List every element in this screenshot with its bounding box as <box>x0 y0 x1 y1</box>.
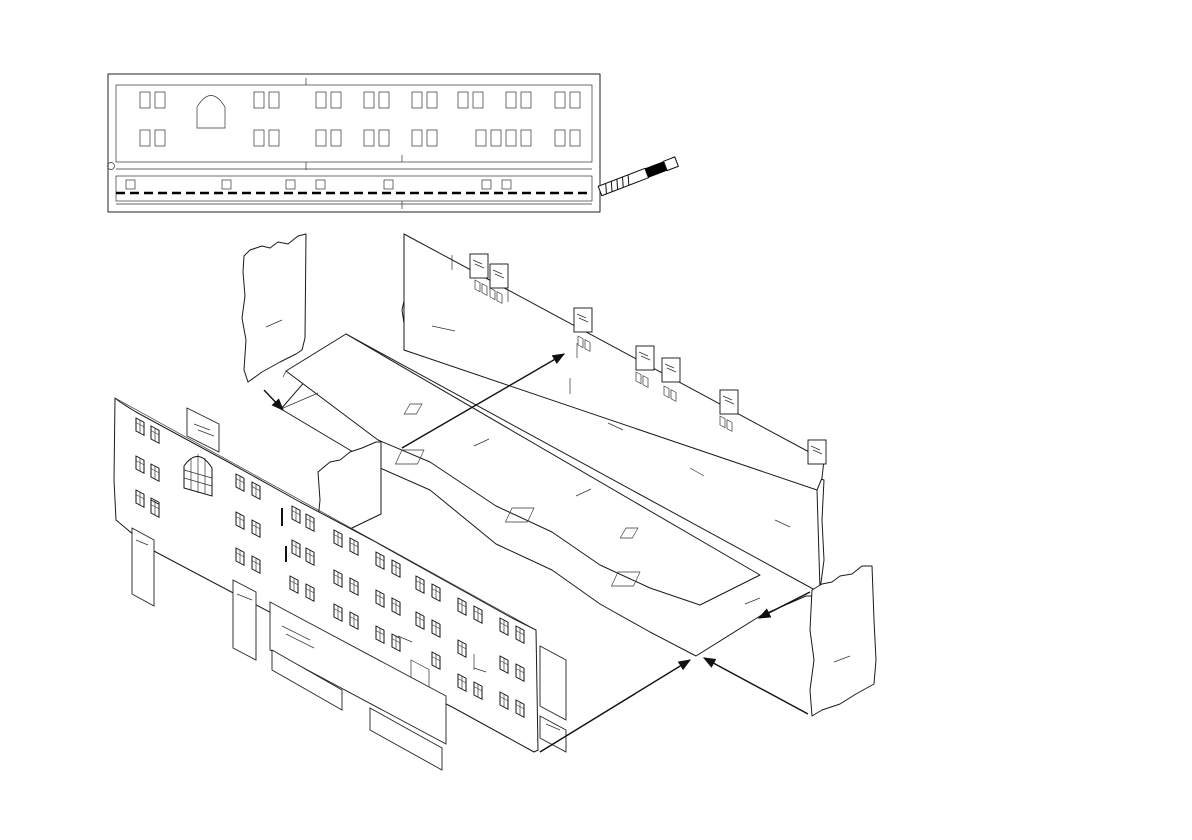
sheet-window-pair <box>364 92 389 108</box>
back-glass-pane <box>636 346 654 370</box>
sheet-window-pair <box>364 130 389 146</box>
sheet-window-pair <box>476 130 501 146</box>
sheet-outline <box>108 74 600 212</box>
back-glass-pane <box>720 390 738 414</box>
back-glass-pane <box>490 264 508 288</box>
assembly-arrow <box>264 390 283 410</box>
back-glass-pane <box>470 254 488 278</box>
right-end-wall <box>810 566 876 716</box>
sheet-window-pair <box>555 92 580 108</box>
sheet-small-window <box>286 180 295 189</box>
sheet-windows <box>126 92 580 189</box>
sheet-arch-window <box>197 96 225 129</box>
sheet-small-window <box>222 180 231 189</box>
left-side-wall-back <box>242 234 306 382</box>
sheet-window-pair <box>412 130 437 146</box>
sheet-window-pair <box>140 92 165 108</box>
sheet-window-pair <box>254 130 279 146</box>
back-glass-pane <box>808 440 826 464</box>
sheet-window-pair <box>506 92 531 108</box>
sheet-small-window <box>384 180 393 189</box>
sheet-small-window <box>502 180 511 189</box>
sheet-window-pair <box>254 92 279 108</box>
back-glass-pane <box>662 358 680 382</box>
sheet-small-window <box>126 180 135 189</box>
sheet-wall-panel <box>116 85 592 162</box>
assembly-arrow <box>704 658 808 714</box>
sheet-base-strip <box>116 176 592 201</box>
sheet-window-pair <box>506 130 531 146</box>
sheet-window-pair <box>140 130 165 146</box>
hobby-knife-icon <box>598 157 678 196</box>
sheet-window-pair <box>555 130 580 146</box>
sheet-window-pair <box>316 92 341 108</box>
flat-parts-sheet <box>108 74 679 212</box>
back-glass-pane <box>574 308 592 332</box>
sheet-window-pair <box>458 92 483 108</box>
sheet-small-window <box>316 180 325 189</box>
sheet-window-pair <box>412 92 437 108</box>
sheet-small-window <box>482 180 491 189</box>
sheet-window-pair <box>316 130 341 146</box>
